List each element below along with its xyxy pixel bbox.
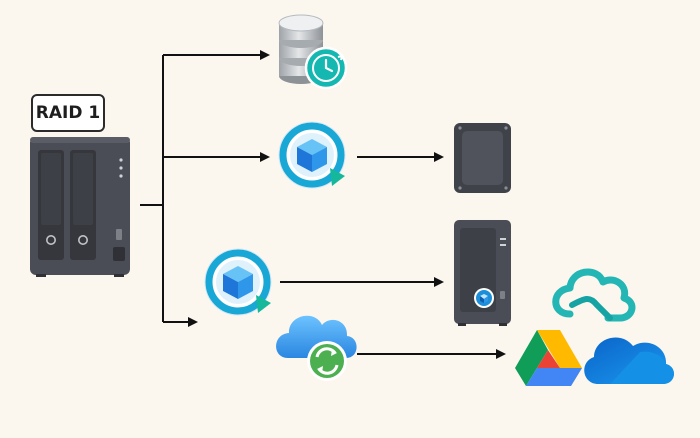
raid-1-label: RAID 1 bbox=[31, 94, 105, 132]
onedrive-icon bbox=[584, 337, 674, 384]
snapshot-replication-icon bbox=[278, 14, 348, 90]
source-nas bbox=[30, 137, 130, 277]
synology-c2-icon bbox=[552, 268, 636, 322]
cloud-sync-icon bbox=[276, 315, 357, 381]
external-drive bbox=[454, 123, 511, 193]
raid-1-text: RAID 1 bbox=[35, 103, 101, 123]
target-nas bbox=[454, 220, 511, 326]
active-backup-icon-top bbox=[278, 121, 346, 189]
connector-lines bbox=[140, 50, 506, 359]
hyper-backup-icon bbox=[204, 248, 272, 316]
google-drive-icon bbox=[515, 330, 582, 386]
